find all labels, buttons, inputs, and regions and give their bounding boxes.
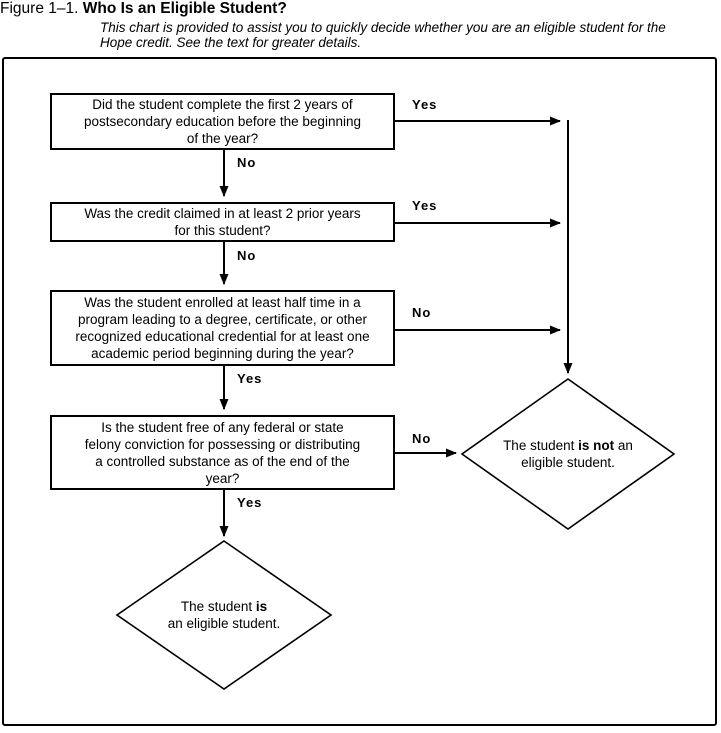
outcome-not-eligible-diamond: [460, 378, 676, 530]
figure-subtitle: This chart is provided to assist you to …: [100, 20, 666, 50]
question-box-3: Was the student enrolled at least half t…: [50, 290, 395, 366]
outcome-eligible-text: The student is an eligible student.: [124, 598, 324, 632]
edge-label-q1-right: Yes: [412, 97, 438, 112]
outcome-eligible-diamond: [115, 540, 333, 690]
outcome-eligible-prefix: The student: [180, 599, 253, 614]
question-box-4: Is the student free of any federal or st…: [50, 415, 395, 490]
figure-title: Who Is an Eligible Student?: [82, 0, 287, 17]
outcome-not-eligible-prefix: The student: [503, 438, 575, 453]
outcome-not-eligible-line2: eligible student.: [521, 455, 615, 470]
edge-label-q2-down: No: [237, 248, 257, 263]
edge-label-q4-right: No: [412, 431, 432, 446]
outcome-not-eligible-emphasis: is not: [578, 438, 615, 453]
figure-title-line: Figure 1–1. Who Is an Eligible Student?: [0, 0, 721, 18]
edge-label-q3-right: No: [412, 305, 432, 320]
outcome-not-eligible-suffix: an: [617, 438, 633, 453]
outcome-eligible-line2: an eligible student.: [167, 616, 281, 631]
edge-label-q3-down: Yes: [237, 371, 263, 386]
flowchart-canvas: Did the student complete the first 2 yea…: [2, 57, 717, 726]
edge-label-q1-down: No: [237, 155, 257, 170]
flow-connectors: [115, 116, 676, 690]
outcome-not-eligible-text: The student is not an eligible student.: [468, 437, 668, 471]
outcome-eligible-emphasis: is: [255, 599, 268, 614]
edge-label-q4-down: Yes: [237, 495, 263, 510]
question-box-2: Was the credit claimed in at least 2 pri…: [50, 202, 395, 242]
question-box-1: Did the student complete the first 2 yea…: [50, 93, 395, 150]
figure-label: Figure 1–1.: [0, 0, 79, 17]
figure-header: Figure 1–1. Who Is an Eligible Student? …: [0, 0, 721, 50]
edge-label-q2-right: Yes: [412, 198, 438, 213]
